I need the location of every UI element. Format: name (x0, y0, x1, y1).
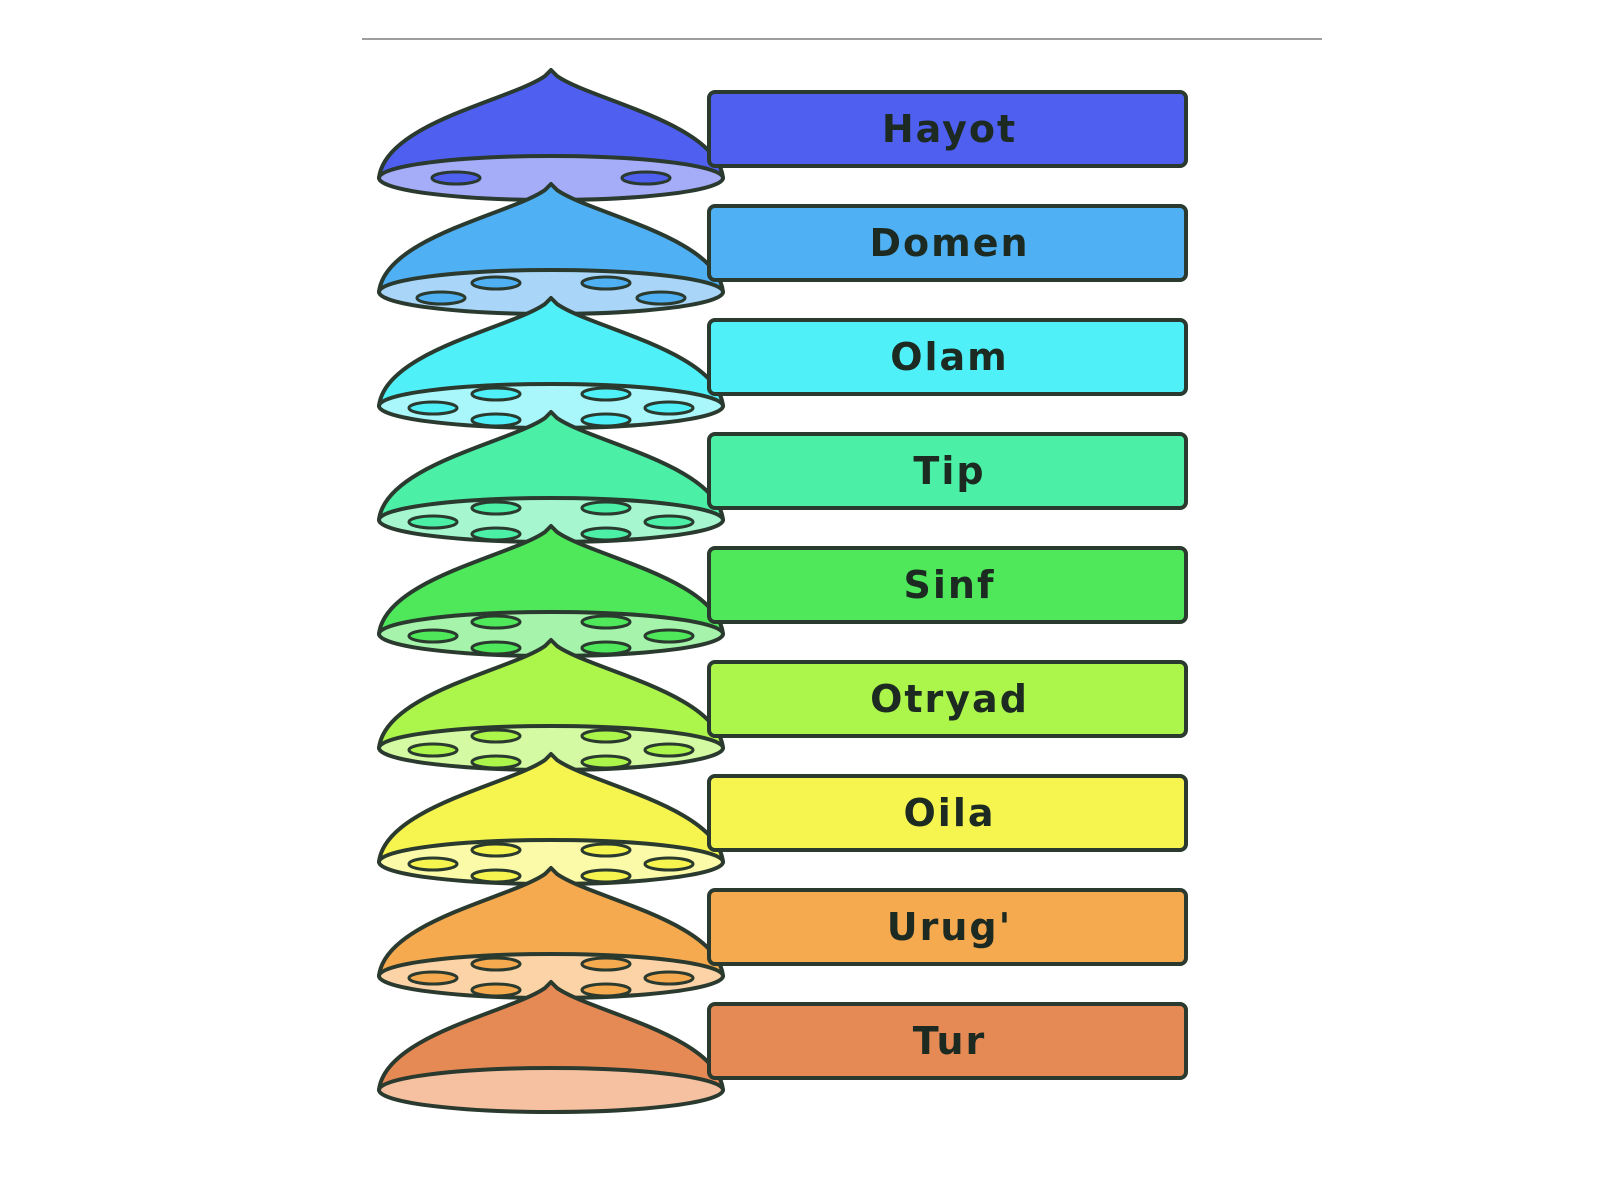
funnel-cone (377, 524, 725, 636)
funnel-opening (580, 728, 632, 744)
funnel-opening (470, 275, 522, 291)
rank-label-box (707, 204, 1188, 282)
rank-domen: Domen (377, 182, 1188, 316)
funnel-opening (580, 754, 632, 770)
funnel-opening (407, 970, 459, 986)
funnel-opening (470, 982, 522, 998)
funnel-opening (643, 856, 695, 872)
funnel-opening (470, 956, 522, 972)
rank-label-box (707, 432, 1188, 510)
funnel-cone (377, 410, 725, 522)
funnel-opening (470, 412, 522, 428)
funnel-base (377, 1066, 725, 1114)
funnel-cone (377, 752, 725, 864)
funnel-opening (580, 982, 632, 998)
rank-label-box (707, 888, 1188, 966)
rank-sinf: Sinf (377, 524, 1188, 658)
rank-label-box (707, 90, 1188, 168)
rank-urug: Urug' (377, 866, 1188, 1000)
funnel-cone (377, 182, 725, 294)
funnel-opening (580, 868, 632, 884)
top-divider (362, 38, 1322, 40)
funnel-opening (470, 728, 522, 744)
funnel-opening (470, 614, 522, 630)
funnel-opening (580, 956, 632, 972)
rank-oila: Oila (377, 752, 1188, 886)
rank-tip: Tip (377, 410, 1188, 544)
funnel-opening (643, 970, 695, 986)
funnel-opening (643, 742, 695, 758)
funnel-opening (580, 275, 632, 291)
funnel-opening (580, 614, 632, 630)
funnel-opening (580, 526, 632, 542)
rank-hayot: Hayot (377, 68, 1188, 202)
rank-label-box (707, 660, 1188, 738)
funnel-opening (407, 628, 459, 644)
rank-label-box (707, 318, 1188, 396)
rank-label-box (707, 1002, 1188, 1080)
funnel-cone (377, 638, 725, 750)
funnel-opening (470, 868, 522, 884)
funnel-cone (377, 866, 725, 978)
rank-label-box (707, 546, 1188, 624)
rank-label: Otryad (870, 677, 1029, 721)
funnel-opening (580, 640, 632, 656)
funnel-opening (470, 500, 522, 516)
funnel-opening (470, 842, 522, 858)
rank-label: Olam (890, 335, 1009, 379)
rank-label: Oila (904, 791, 996, 835)
rank-label: Tur (913, 1019, 987, 1063)
rank-label: Hayot (882, 107, 1017, 151)
funnel-opening (470, 754, 522, 770)
funnel-cone (377, 980, 725, 1092)
funnel-cone (377, 68, 725, 180)
funnel-opening (470, 640, 522, 656)
funnel-opening (415, 290, 467, 306)
funnel-opening (643, 400, 695, 416)
funnel-opening (643, 628, 695, 644)
rank-label-box (707, 774, 1188, 852)
rank-label: Tip (913, 449, 985, 493)
rank-otryad: Otryad (377, 638, 1188, 772)
funnel-opening (407, 742, 459, 758)
funnel-opening (643, 514, 695, 530)
funnel-opening (407, 856, 459, 872)
funnel-opening (580, 412, 632, 428)
funnel-opening (470, 526, 522, 542)
funnel-opening (620, 170, 672, 186)
funnel-cone (377, 296, 725, 408)
rank-tur: Tur (377, 980, 1188, 1114)
funnel-opening (407, 514, 459, 530)
funnel-opening (635, 290, 687, 306)
funnel-opening (580, 386, 632, 402)
rank-label: Domen (869, 221, 1029, 265)
funnel-opening (470, 386, 522, 402)
funnel-opening (580, 500, 632, 516)
funnel-opening (580, 842, 632, 858)
funnel-opening (407, 400, 459, 416)
rank-label: Sinf (904, 563, 996, 607)
rank-olam: Olam (377, 296, 1188, 430)
rank-label: Urug' (887, 905, 1012, 949)
funnel-opening (430, 170, 482, 186)
